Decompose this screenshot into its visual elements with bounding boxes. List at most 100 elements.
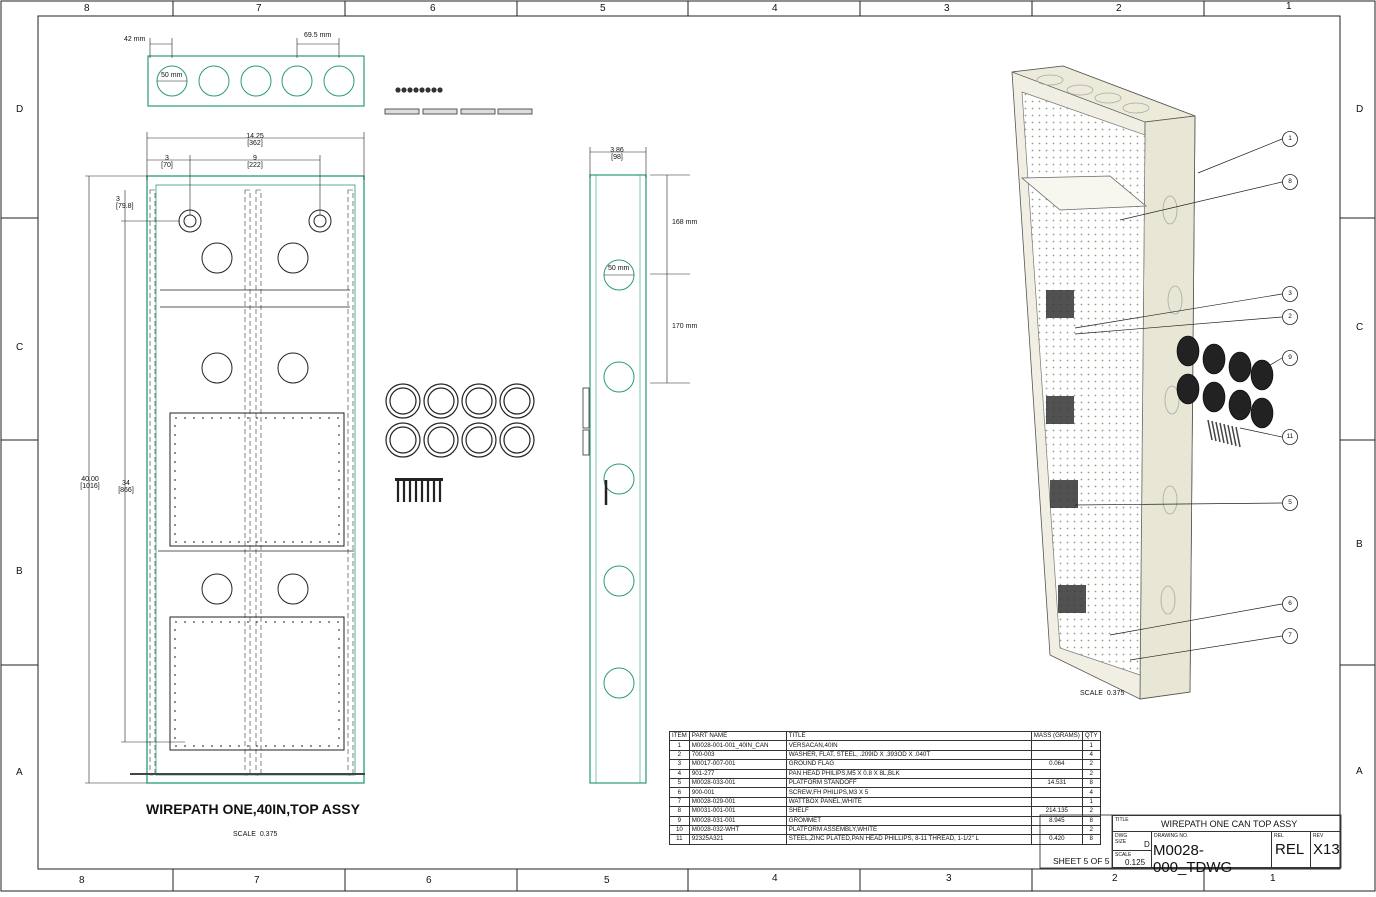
bom-title: PLATFORM ASSEMBLY,WHITE: [785, 824, 1032, 836]
rev-cell: REV X13: [1310, 831, 1341, 868]
bom-part: 901-277: [688, 768, 787, 779]
dim-span: 9 [222]: [244, 155, 266, 169]
bom-title: STEEL,ZINC PLATED,PAN HEAD PHILLIPS, 8-1…: [785, 834, 1032, 845]
zone-bottom-4: 4: [772, 873, 778, 884]
dim-inner-height-value: 34: [122, 480, 130, 487]
zone-left-c: C: [16, 342, 24, 353]
bom-qty: 2: [1081, 759, 1101, 770]
balloon-label-6: 6: [1288, 600, 1292, 607]
bom-mass: 8.945: [1030, 815, 1083, 826]
dim-span-value: 9: [253, 155, 257, 162]
bom-qty: 8: [1081, 834, 1101, 845]
screw-set: [396, 480, 442, 502]
bom-part: M0028-029-001: [688, 796, 787, 808]
bom-header-row: ITEM PART NAME TITLE MASS (GRAMS) QTY: [669, 730, 1101, 742]
bom-part: M0028-001-001_40IN_CAN: [688, 740, 787, 751]
bom-mass: [1030, 740, 1083, 751]
bom-part: 900-001: [688, 787, 787, 798]
dim-width-mm: [362]: [247, 140, 263, 147]
bom-item: 2: [669, 749, 690, 761]
bom-mass: [1030, 824, 1083, 836]
balloon-label-8: 8: [1288, 178, 1292, 185]
bom-mass: 0.420: [1030, 834, 1083, 845]
bom-item: 5: [669, 777, 690, 789]
bom-part: M0028-032-WHT: [688, 824, 787, 836]
zone-top-4: 4: [772, 3, 778, 14]
bom-title: GROUND FLAG: [785, 759, 1032, 770]
title-label: TITLE: [1115, 817, 1129, 823]
title-cell: TITLE WIREPATH ONE CAN TOP ASSY: [1112, 815, 1341, 832]
dim-side-b: 170 mm: [672, 323, 698, 330]
dim-top-drop-mm: [79.8]: [116, 203, 134, 210]
size-cell: DWG SIZE D: [1112, 831, 1152, 851]
balloon-label-1: 1: [1288, 135, 1292, 142]
zone-top-1: 1: [1286, 1, 1292, 12]
bom-qty: 1: [1081, 740, 1101, 751]
grommet-cluster: [1176, 335, 1274, 429]
bom-mass: 14.531: [1030, 777, 1083, 789]
bom-part: M0017-007-001: [688, 759, 787, 770]
bom-part: 92325A321: [688, 834, 787, 845]
drawing-title: WIREPATH ONE,40IN,TOP ASSY: [146, 801, 360, 817]
zone-left-d: D: [16, 104, 24, 115]
dim-depth: 3.86 [98]: [606, 147, 628, 161]
bom-part: M0028-033-001: [688, 777, 787, 789]
side-view: [582, 147, 690, 784]
rel-value: REL: [1275, 841, 1305, 858]
dim-depth-mm: [98]: [611, 154, 623, 161]
dim-side-a: 168 mm: [672, 219, 698, 226]
zone-top-3: 3: [944, 3, 950, 14]
dim-span-mm: [222]: [247, 162, 263, 169]
bom-item: 3: [669, 759, 690, 770]
dim-height: 40.00 [1016]: [79, 476, 101, 490]
bom-qty: 8: [1081, 815, 1101, 826]
bom-item: 1: [669, 740, 690, 751]
zone-right-b: B: [1356, 539, 1363, 550]
dim-left-offset-value: 3: [165, 155, 169, 162]
title-block: TITLE WIREPATH ONE CAN TOP ASSY DWG SIZE…: [1112, 815, 1341, 876]
dim-hole-top: 50 mm: [161, 72, 183, 79]
balloons: [1282, 131, 1298, 644]
scale-label: SCALE: [1115, 852, 1132, 858]
rev-label: REV: [1313, 833, 1324, 839]
front-scale: SCALE 0.375: [233, 831, 278, 838]
size-value: D: [1144, 840, 1150, 849]
zone-top-8: 8: [84, 3, 90, 14]
bom-header-part: PART NAME: [688, 730, 787, 742]
bom-part: M0031-001-001: [688, 806, 787, 817]
bom-header-title: TITLE: [785, 730, 1032, 742]
hardware-parts-top: [384, 87, 533, 115]
bom-title: WATTBOX PANEL,WHITE: [785, 796, 1032, 808]
dim-top-drop: 3 [79.8]: [116, 196, 134, 210]
dim-inner-height: 34 [866]: [116, 480, 136, 494]
bom-item: 9: [669, 815, 690, 826]
bom-qty: 4: [1081, 787, 1101, 798]
bom-mass: 214.135: [1030, 806, 1083, 817]
drawing-no-value: M0028-000_TDWG: [1153, 842, 1233, 876]
bom-title: WASHER, FLAT, STEEL, .209ID X .393OD X .…: [785, 749, 1032, 761]
balloon-label-11: 11: [1286, 433, 1294, 440]
zone-bottom-3: 3: [946, 873, 952, 884]
dim-top-drop-value: 3: [116, 196, 120, 203]
zone-bottom-2: 2: [1112, 873, 1118, 884]
dim-inner-height-mm: [866]: [118, 487, 134, 494]
bom-mass: [1030, 787, 1083, 798]
dim-height-value: 40.00: [81, 476, 99, 483]
zone-left-a: A: [16, 767, 23, 778]
title-text: WIREPATH ONE CAN TOP ASSY: [1161, 819, 1298, 829]
zone-bottom-8: 8: [79, 875, 85, 886]
bom-part: 700-003: [688, 749, 787, 761]
bom-title: PLATFORM STANDOFF: [785, 777, 1032, 789]
bom-qty: 2: [1081, 768, 1101, 779]
bom-item: 7: [669, 796, 690, 808]
